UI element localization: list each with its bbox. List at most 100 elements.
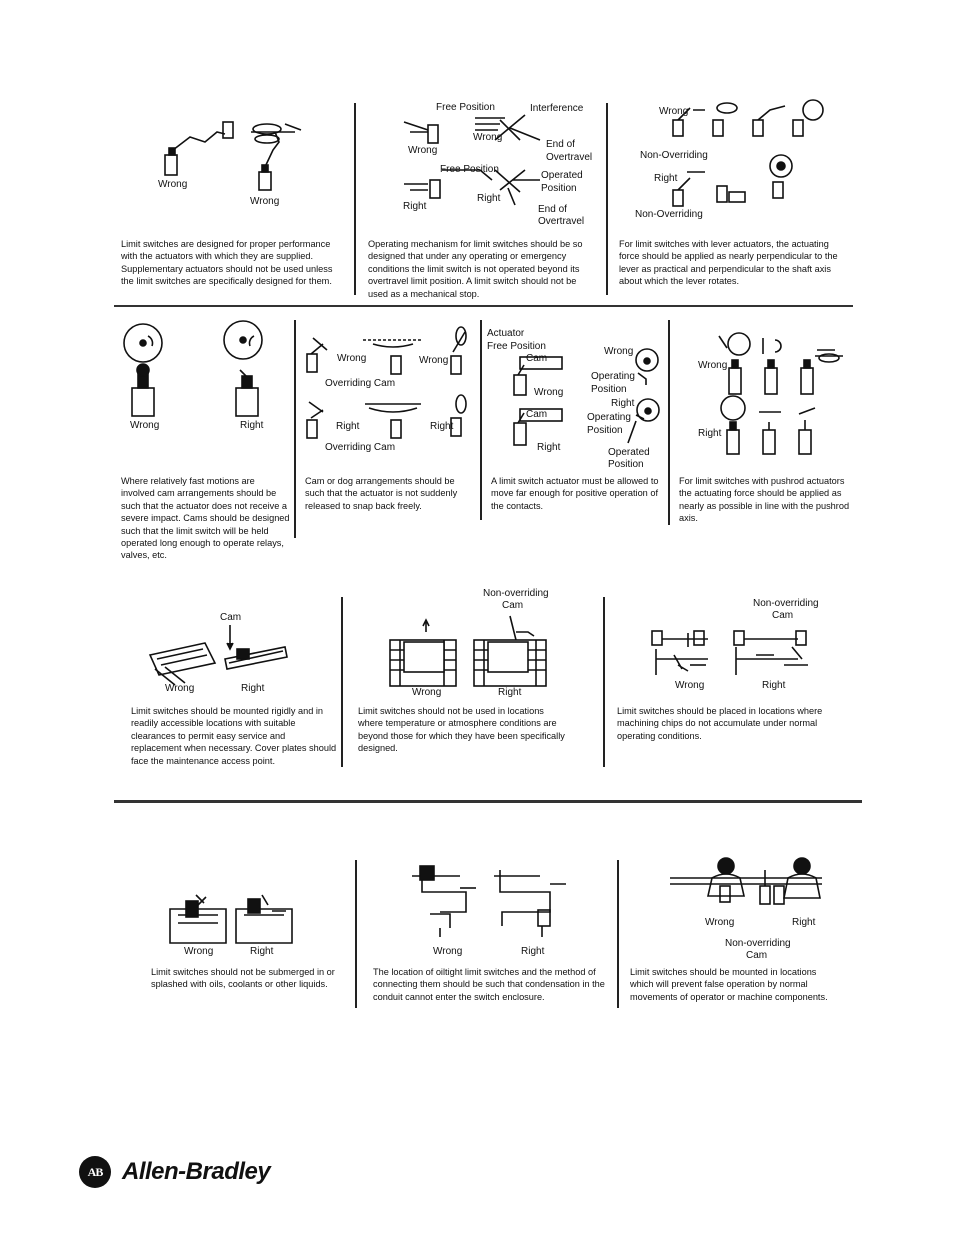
- label-position: Position: [541, 183, 577, 194]
- label-end-of: End of: [546, 139, 575, 150]
- label-position: Position: [587, 425, 623, 436]
- divider-row3: [114, 800, 862, 803]
- illustration-coolant-splash: [169, 894, 293, 944]
- label-right: Right: [611, 398, 635, 409]
- label-right: Right: [430, 421, 454, 432]
- label-right: Right: [521, 946, 545, 957]
- label-wrong: Wrong: [705, 917, 735, 928]
- label-wrong: Wrong: [130, 420, 160, 431]
- label-wrong: Wrong: [184, 946, 214, 957]
- illustration-operator-interference: [670, 857, 822, 905]
- label-right: Right: [477, 193, 501, 204]
- label-wrong: Wrong: [412, 687, 442, 698]
- label-position: Position: [591, 384, 627, 395]
- label-right: Right: [792, 917, 816, 928]
- label-wrong: Wrong: [433, 946, 463, 957]
- label-cam: Cam: [502, 600, 524, 611]
- label-cam: Cam: [220, 612, 242, 623]
- label-wrong: Wrong: [698, 360, 728, 371]
- label-operated: Operated: [541, 170, 583, 181]
- label-non-overriding: Non-overriding: [753, 598, 819, 609]
- divider-r4-a: [355, 860, 357, 1008]
- caption: Limit switches should be mounted in loca…: [630, 967, 828, 1002]
- label-free-position: Free Position: [487, 341, 546, 352]
- illustration-overtravel: [403, 114, 541, 206]
- caption: Limit switches should not be submerged i…: [151, 967, 335, 990]
- label-right: Right: [241, 683, 265, 694]
- label-right: Right: [498, 687, 522, 698]
- caption: Limit switches should be placed in locat…: [617, 706, 823, 741]
- illustration-actuator-travel: [513, 348, 660, 446]
- label-actuator: Actuator: [487, 328, 525, 339]
- label-cam: Cam: [526, 409, 548, 420]
- label-wrong: Wrong: [659, 106, 689, 117]
- divider-row1: [114, 305, 853, 307]
- label-overriding-cam: Overriding Cam: [325, 442, 396, 453]
- caption: For limit switches with lever actuators,…: [619, 239, 838, 287]
- label-non-overriding: Non-Overriding: [635, 209, 703, 220]
- caption: Where relatively fast motions are involv…: [121, 476, 290, 561]
- label-right: Right: [403, 201, 427, 212]
- label-right: Right: [250, 946, 274, 957]
- label-overtravel: Overtravel: [538, 216, 585, 227]
- label-free-position: Free Position: [436, 102, 495, 113]
- caption: Operating mechanism for limit switches s…: [368, 239, 583, 299]
- caption: Limit switches should be mounted rigidly…: [131, 706, 337, 766]
- label-wrong: Wrong: [250, 196, 280, 207]
- label-right: Right: [537, 442, 561, 453]
- label-position: Position: [608, 459, 644, 470]
- allen-bradley-logo-icon: AB: [79, 1156, 111, 1188]
- divider-r1-b: [606, 103, 608, 295]
- label-wrong: Wrong: [473, 132, 503, 143]
- label-non-overriding: Non-Overriding: [640, 150, 708, 161]
- divider-r2-c: [668, 320, 670, 525]
- caption: For limit switches with pushrod actuator…: [679, 476, 850, 524]
- label-cam: Cam: [772, 610, 794, 621]
- caption: The location of oiltight limit switches …: [373, 967, 605, 1002]
- divider-r3-b: [603, 597, 605, 767]
- label-right: Right: [240, 420, 264, 431]
- label-end-of: End of: [538, 204, 567, 215]
- label-overtravel: Overtravel: [546, 152, 593, 163]
- label-wrong: Wrong: [165, 683, 195, 694]
- illustration-chip-accumulation: [651, 630, 808, 675]
- label-operated: Operated: [608, 447, 650, 458]
- label-wrong: Wrong: [534, 387, 564, 398]
- label-right: Right: [336, 421, 360, 432]
- illustration-rigid-mounting: [148, 625, 288, 686]
- label-wrong: Wrong: [419, 355, 449, 366]
- label-wrong: Wrong: [408, 145, 438, 156]
- divider-r4-b: [617, 860, 619, 1008]
- label-non-overriding: Non-overriding: [483, 588, 549, 599]
- illustration-furnace-location: [389, 615, 547, 687]
- label-right: Right: [654, 173, 678, 184]
- caption: Limit switches should not be used in loc…: [358, 706, 565, 754]
- label-overriding-cam: Overriding Cam: [325, 378, 396, 389]
- label-right: Right: [762, 680, 786, 691]
- caption: Limit switches are designed for proper p…: [121, 239, 333, 287]
- caption: A limit switch actuator must be allowed …: [491, 476, 659, 511]
- label-non-overriding: Non-overriding: [725, 938, 791, 949]
- label-wrong: Wrong: [337, 353, 367, 364]
- divider-r2-b: [480, 320, 482, 520]
- label-operating: Operating: [587, 412, 631, 423]
- illustration-lever-actuator: [672, 99, 824, 207]
- divider-r3-a: [341, 597, 343, 767]
- label-right: Right: [698, 428, 722, 439]
- illustration-pushrod-actuator: [718, 332, 843, 455]
- label-wrong: Wrong: [158, 179, 188, 190]
- label-operating: Operating: [591, 371, 635, 382]
- label-cam: Cam: [746, 950, 768, 961]
- divider-r2-a: [294, 320, 296, 538]
- label-wrong: Wrong: [604, 346, 634, 357]
- illustration-conduit-condensation: [412, 865, 566, 937]
- label-free-position: Free Position: [440, 164, 499, 175]
- illustration-cam-impact: [123, 320, 263, 417]
- divider-r1-a: [354, 103, 356, 295]
- label-cam: Cam: [526, 353, 548, 364]
- brand-name: Allen-Bradley: [122, 1158, 271, 1185]
- illustration-supplementary-actuator: [164, 121, 302, 191]
- label-interference: Interference: [530, 103, 584, 114]
- illustration-overriding-cam: [306, 326, 467, 439]
- caption: Cam or dog arrangements should be such t…: [305, 476, 458, 511]
